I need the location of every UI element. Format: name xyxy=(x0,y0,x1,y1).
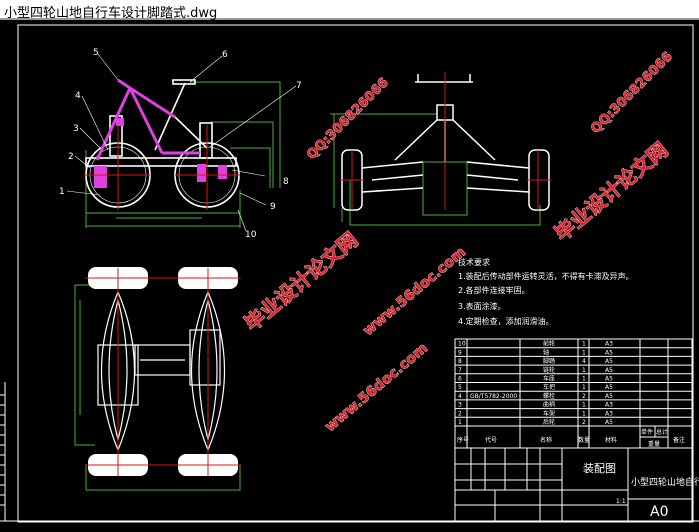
parts-cell-material: A5 xyxy=(605,358,613,365)
parts-cell-name: 链轮 xyxy=(543,366,555,374)
parts-cell-code: GB/T5782-2000 xyxy=(470,393,517,400)
watermark-url: www.56doc.com xyxy=(360,244,469,339)
cad-drawing-canvas[interactable]: 1 2 3 4 5 6 7 8 9 10 xyxy=(0,20,699,528)
balloon-8: 8 xyxy=(283,177,289,187)
parts-cell-name: 轴 xyxy=(543,348,549,356)
parts-cell-qty: 1 xyxy=(582,410,586,417)
parts-cell-name: 车座 xyxy=(543,375,555,383)
parts-cell-qty: 1 xyxy=(582,402,586,409)
technical-notes: 技术要求 1.装配后传动部件运转灵活，不得有卡滞及异声。 2.各部件连接牢固。 … xyxy=(458,257,634,326)
parts-cell-qty: 4 xyxy=(582,358,586,365)
parts-cell-no: 6 xyxy=(458,376,462,383)
balloon-4: 4 xyxy=(75,91,81,101)
parts-cell-qty: 1 xyxy=(582,349,586,356)
product-name: 小型四轮山地自行车 xyxy=(631,476,699,488)
header-name: 名称 xyxy=(540,436,552,444)
parts-cell-material: A5 xyxy=(605,419,613,426)
parts-cell-name: 车把 xyxy=(543,383,555,391)
parts-cell-name: 脚踏 xyxy=(543,357,555,365)
balloon-3: 3 xyxy=(73,124,79,134)
sheet-size: A0 xyxy=(650,504,668,520)
part-balloons xyxy=(66,53,297,232)
parts-cell-qty: 1 xyxy=(582,341,586,348)
balloon-1: 1 xyxy=(59,187,65,197)
parts-cell-material: A5 xyxy=(605,376,613,383)
parts-cell-name: 螺栓 xyxy=(543,392,555,400)
notes-heading: 技术要求 xyxy=(458,257,490,267)
parts-cell-no: 4 xyxy=(458,393,462,400)
parts-cell-qty: 2 xyxy=(582,419,586,426)
window-title: 小型四轮山地自行车设计脚踏式.dwg xyxy=(4,6,218,21)
parts-cell-no: 9 xyxy=(458,349,462,356)
header-total: 总计 xyxy=(656,428,668,436)
parts-cell-no: 1 xyxy=(458,419,462,426)
header-no: 序号 xyxy=(457,436,469,444)
parts-cell-material: A3 xyxy=(605,402,613,409)
parts-cell-material: A3 xyxy=(605,341,613,348)
header-weight: 重量 xyxy=(648,440,660,448)
header-remark: 备注 xyxy=(673,436,685,444)
notes-line: 2.各部件连接牢固。 xyxy=(458,285,530,295)
balloon-5: 5 xyxy=(93,48,99,58)
parts-cell-qty: 2 xyxy=(582,393,586,400)
balloon-10: 10 xyxy=(245,230,257,240)
left-ruler-ticks xyxy=(0,394,5,506)
parts-cell-name: 车架 xyxy=(543,409,555,417)
parts-cell-no: 8 xyxy=(458,358,462,365)
watermark-qq: QQ:306826066 xyxy=(588,49,675,136)
notes-line: 3.表面涂漆。 xyxy=(458,301,506,311)
parts-cell-no: 3 xyxy=(458,402,462,409)
balloon-7: 7 xyxy=(296,81,302,91)
drawing-name: 装配图 xyxy=(583,462,616,475)
header-qty: 数量 xyxy=(578,436,590,444)
parts-cell-no: 7 xyxy=(458,367,462,374)
header-material: 材料 xyxy=(605,436,617,444)
parts-cell-material: A5 xyxy=(605,349,613,356)
parts-cell-material: A5 xyxy=(605,393,613,400)
parts-cell-name: 后轮 xyxy=(543,418,555,426)
balloon-9: 9 xyxy=(270,202,276,212)
parts-cell-name: 曲柄 xyxy=(543,401,555,409)
side-view-bicycle[interactable]: 1 2 3 4 5 6 7 8 9 10 xyxy=(59,48,302,240)
watermark-url: www.56doc.com xyxy=(322,340,431,435)
parts-cell-material: A5 xyxy=(605,384,613,391)
header-code: 代号 xyxy=(485,436,497,444)
header-unit: 单件 xyxy=(641,428,653,436)
watermark-site: 毕业设计论文网 xyxy=(240,227,363,335)
top-view-bicycle[interactable] xyxy=(74,267,241,491)
parts-cell-no: 10 xyxy=(458,341,466,348)
front-view-bicycle[interactable] xyxy=(330,72,551,226)
balloon-2: 2 xyxy=(68,152,74,162)
parts-cell-name: 前轮 xyxy=(543,340,555,348)
parts-cell-qty: 1 xyxy=(582,376,586,383)
watermark-site: 毕业设计论文网 xyxy=(550,137,673,245)
parts-cell-qty: 1 xyxy=(582,367,586,374)
balloon-6: 6 xyxy=(222,50,228,60)
notes-line: 1.装配后传动部件运转灵活，不得有卡滞及异声。 xyxy=(458,271,634,281)
parts-cell-no: 2 xyxy=(458,410,462,417)
window-title-bar: 小型四轮山地自行车设计脚踏式.dwg xyxy=(0,0,699,21)
scale: 1:1 xyxy=(616,498,626,505)
parts-cell-material: A3 xyxy=(605,410,613,417)
notes-line: 4.定期检查，添加润滑油。 xyxy=(458,316,554,326)
parts-cell-qty: 1 xyxy=(582,384,586,391)
parts-cell-no: 5 xyxy=(458,384,462,391)
parts-cell-material: A5 xyxy=(605,367,613,374)
